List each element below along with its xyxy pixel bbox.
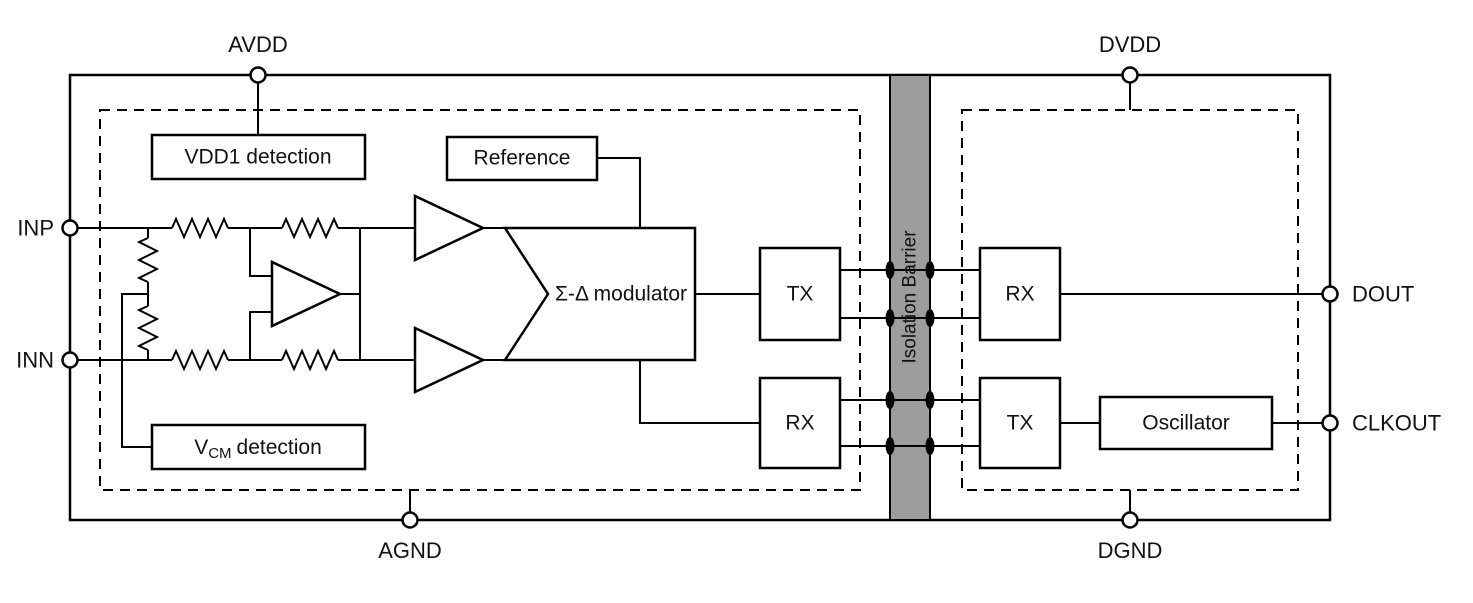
- isolation-pair-data: [840, 269, 980, 319]
- block-label-vcm-detection: VCM detection: [194, 436, 322, 462]
- pin-label-inp: INP: [17, 216, 54, 241]
- pin-inp: [61, 219, 79, 237]
- block-label-tx-right: TX: [1007, 412, 1034, 435]
- block-label-rx-left: RX: [785, 412, 814, 435]
- pin-label-clkout: CLKOUT: [1352, 411, 1441, 436]
- cap-icon: [885, 437, 895, 455]
- tx-left-box: [758, 246, 842, 342]
- block-label-tx-left: TX: [787, 283, 814, 306]
- buffer-amp-upper: [413, 194, 486, 262]
- cap-icon: [925, 437, 935, 455]
- isolation-pair-clock: [840, 399, 980, 447]
- buffer-amp-lower: [413, 326, 486, 394]
- clock-return-trace: [639, 360, 760, 424]
- pin-agnd: [401, 511, 419, 529]
- resistor-inp-2: [281, 216, 339, 240]
- isolation-barrier-label: Isolation Barrier: [900, 230, 921, 364]
- pin-dvdd: [1121, 66, 1139, 84]
- cap-icon: [885, 261, 895, 279]
- cap-icon: [885, 391, 895, 409]
- rx-right-box: [978, 246, 1062, 342]
- block-label-modulator: Σ-Δ modulator: [555, 283, 687, 306]
- pin-dout: [1321, 285, 1339, 303]
- reference-box: [445, 135, 599, 182]
- sigma-delta-modulator-shape: [502, 226, 697, 362]
- vcm-tap-trace: [121, 293, 152, 448]
- pin-label-agnd: AGND: [378, 538, 442, 563]
- isolation-coupling-caps: [885, 261, 935, 455]
- vcm-detection-box: [150, 423, 367, 471]
- oscillator-box: [1098, 395, 1274, 451]
- input-amp: [270, 260, 343, 328]
- rx-left-box: [758, 376, 842, 470]
- resistor-inn-2: [281, 348, 339, 372]
- block-label-reference: Reference: [474, 147, 571, 170]
- cap-icon: [925, 309, 935, 327]
- pin-avdd: [249, 66, 267, 84]
- vcm-suffix: detection: [237, 436, 322, 459]
- vcm-v: V: [194, 436, 208, 459]
- resistor-inn-1: [171, 348, 229, 372]
- block-label-vdd1-detection: VDD1 detection: [184, 146, 331, 169]
- pin-clkout: [1321, 414, 1339, 432]
- resistor-divider-bottom: [136, 305, 160, 351]
- block-label-oscillator: Oscillator: [1142, 412, 1230, 435]
- vcm-sub: CM: [208, 445, 231, 462]
- pin-label-avdd: AVDD: [228, 32, 288, 57]
- resistor-inp-1: [171, 216, 229, 240]
- vdd1-detection-box: [150, 133, 367, 181]
- pin-label-dgnd: DGND: [1098, 538, 1163, 563]
- pin-label-inn: INN: [16, 348, 54, 373]
- reference-trace: [597, 157, 641, 228]
- pin-dgnd: [1121, 511, 1139, 529]
- block-label-rx-right: RX: [1005, 283, 1034, 306]
- buffer-output-stubs: [483, 227, 505, 361]
- cap-icon: [885, 309, 895, 327]
- pin-inn: [61, 351, 79, 369]
- input-amp-input-stubs: [249, 228, 272, 360]
- pin-label-dvdd: DVDD: [1099, 32, 1161, 57]
- cap-icon: [925, 391, 935, 409]
- pin-label-dout: DOUT: [1352, 282, 1414, 307]
- analog-domain-outline: [99, 109, 861, 491]
- tx-right-box: [978, 376, 1062, 470]
- input-amp-output-stub: [340, 228, 361, 360]
- resistor-divider-top: [136, 237, 160, 283]
- cap-icon: [925, 261, 935, 279]
